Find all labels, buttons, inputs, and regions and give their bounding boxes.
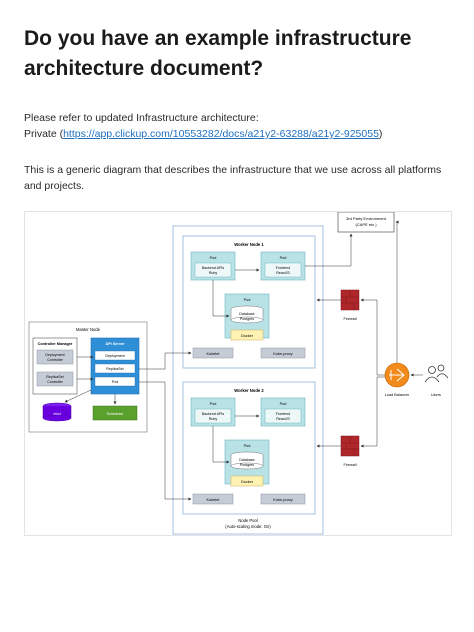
controller-manager-label: Controller Manager	[38, 342, 73, 346]
kubelet-label: Kubelet	[207, 352, 221, 356]
third-party-sub-label: (CAPE etc.)	[355, 222, 377, 227]
etcd-label: etcd	[53, 412, 60, 416]
description-text: This is a generic diagram that describes…	[24, 164, 442, 192]
pod-label: Pod	[280, 402, 287, 406]
kubelet-2: Kubelet	[192, 493, 234, 505]
pod-label: Pod	[210, 256, 217, 260]
infrastructure-diagram: 3rd Party Environment (CAPE etc.) Node P…	[24, 211, 452, 536]
load-balancer-label: Load Balancer	[385, 393, 410, 397]
firewall-1: Firewall	[340, 289, 360, 321]
refer-text: Please refer to updated Infrastructure a…	[24, 112, 259, 124]
pod-label: Pod	[280, 256, 287, 260]
pod-label: Pod	[244, 444, 251, 448]
pod-label: Pod	[210, 402, 217, 406]
docker-1: Docker	[230, 329, 264, 341]
frontend-sub-label: ReactJS	[276, 271, 290, 275]
kubeproxy-2: Kube-proxy	[260, 493, 306, 505]
api-replicaset-label: ReplicaSet	[106, 367, 123, 371]
backend-label: Backend APIs	[202, 412, 225, 416]
backend-sub-label: Ruby	[209, 417, 218, 421]
scheduler: Scheduler	[92, 405, 138, 421]
diagram-svg: 3rd Party Environment (CAPE etc.) Node P…	[28, 211, 449, 535]
docker-label: Docker	[241, 334, 254, 338]
frontend-label: Frontend	[276, 266, 290, 270]
pod-backend-2: Pod Backend APIs Ruby	[190, 397, 236, 427]
api-server: API Server Deployment ReplicaSet Pod	[90, 337, 140, 395]
kubeproxy-label: Kube-proxy	[273, 352, 293, 356]
worker-node-1: Worker Node 1 Pod Backend APIs Ruby Pod …	[182, 235, 316, 369]
database-sub-label: Postgres	[240, 317, 254, 321]
firewall-2: Firewall	[340, 435, 360, 467]
scheduler-label: Scheduler	[106, 412, 124, 416]
users-label: Users	[431, 393, 441, 397]
node-pool-sub-label: (Auto-scaling mode: On)	[225, 524, 271, 529]
docker-2: Docker	[230, 475, 264, 487]
users-icon: Users	[424, 364, 449, 397]
kubelet-1: Kubelet	[192, 347, 234, 359]
node-pool-label: Node Pool	[238, 518, 258, 523]
database-label: Database	[239, 312, 254, 316]
worker-node-1-label: Worker Node 1	[234, 242, 264, 247]
replicaset-controller-label-2: Controller	[47, 380, 63, 384]
third-party-label: 3rd Party Environment	[346, 216, 387, 221]
firewall-label: Firewall	[343, 463, 356, 467]
private-prefix: Private (	[24, 128, 64, 140]
load-balancer: Load Balancer	[384, 362, 410, 397]
page-title: Do you have an example infrastructure ar…	[24, 27, 412, 80]
private-suffix: )	[378, 128, 383, 140]
pod-frontend-2: Pod Frontend ReactJS	[260, 397, 306, 427]
architecture-doc-link[interactable]: https://app.clickup.com/10553282/docs/a2…	[63, 128, 379, 140]
deployment-controller-label-1: Deployment	[45, 353, 64, 357]
replicaset-controller-label-1: ReplicaSet	[46, 375, 63, 379]
pod-label: Pod	[244, 298, 251, 302]
database-sub-label: Postgres	[240, 463, 254, 467]
pod-backend-1: Pod Backend APIs Ruby	[190, 251, 236, 281]
controller-manager: Controller Manager Deployment Controller…	[32, 337, 78, 395]
backend-sub-label: Ruby	[209, 271, 218, 275]
frontend-sub-label: ReactJS	[276, 417, 290, 421]
api-deployment-label: Deployment	[105, 354, 124, 358]
frontend-label: Frontend	[276, 412, 290, 416]
database-label: Database	[239, 458, 254, 462]
worker-node-2-label: Worker Node 2	[234, 388, 264, 393]
private-link-line: Private (https://app.clickup.com/1055328…	[24, 126, 454, 142]
kubeproxy-1: Kube-proxy	[260, 347, 306, 359]
kubelet-label: Kubelet	[207, 498, 221, 502]
third-party-environment: 3rd Party Environment (CAPE etc.)	[337, 211, 395, 233]
etcd-database: etcd	[42, 402, 72, 422]
backend-label: Backend APIs	[202, 266, 225, 270]
master-node-label: Master Node	[76, 327, 101, 332]
pod-frontend-1: Pod Frontend ReactJS	[260, 251, 306, 281]
api-pod-label: Pod	[112, 380, 118, 384]
deployment-controller-label-2: Controller	[47, 358, 63, 362]
docker-label: Docker	[241, 480, 254, 484]
api-server-label: API Server	[105, 342, 125, 346]
worker-node-2: Worker Node 2 Pod Backend APIs Ruby Pod …	[182, 381, 316, 515]
kubeproxy-label: Kube-proxy	[273, 498, 293, 502]
master-node: Master Node Controller Manager Deploymen…	[28, 321, 148, 433]
firewall-label: Firewall	[343, 317, 356, 321]
